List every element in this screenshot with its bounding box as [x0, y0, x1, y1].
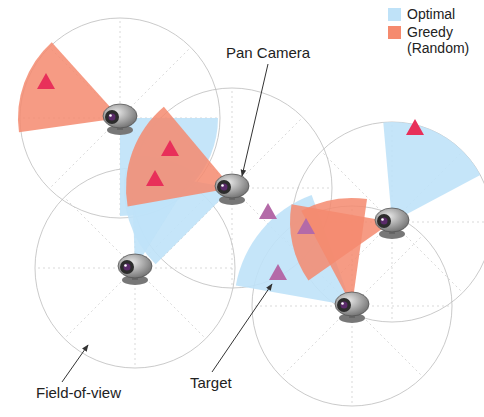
- legend-text: Greedy (Random): [407, 24, 469, 56]
- coverage-sector: [383, 122, 480, 222]
- pan-camera: [103, 104, 137, 135]
- callout-label: Target: [190, 374, 232, 391]
- pan-camera: [215, 174, 249, 205]
- pan-camera: [375, 208, 409, 239]
- fov-spoke: [232, 88, 233, 188]
- target-triangle: [297, 218, 315, 234]
- target-triangle: [161, 140, 179, 156]
- callout-label: Field-of-view: [36, 384, 121, 401]
- target-triangle: [406, 119, 424, 135]
- pan-camera: [335, 292, 369, 323]
- pan-camera: [118, 254, 152, 285]
- legend-text: Optimal: [407, 6, 469, 22]
- legend-item: Optimal: [388, 6, 469, 22]
- callout-label: Pan Camera: [226, 44, 310, 61]
- target-triangle: [259, 203, 277, 219]
- legend-item: Greedy (Random): [388, 24, 469, 56]
- leader-arrow: [242, 64, 268, 176]
- legend: OptimalGreedy (Random): [388, 6, 469, 58]
- fov-spoke: [120, 18, 121, 118]
- coverage-sector: [126, 107, 232, 207]
- target-triangle: [269, 264, 287, 280]
- target-triangle: [146, 170, 164, 186]
- leader-arrow: [212, 284, 272, 372]
- target-triangle: [37, 73, 55, 89]
- legend-swatch: [388, 26, 401, 39]
- legend-swatch: [388, 8, 401, 21]
- leader-arrow: [62, 345, 88, 382]
- coverage-sector: [301, 198, 367, 306]
